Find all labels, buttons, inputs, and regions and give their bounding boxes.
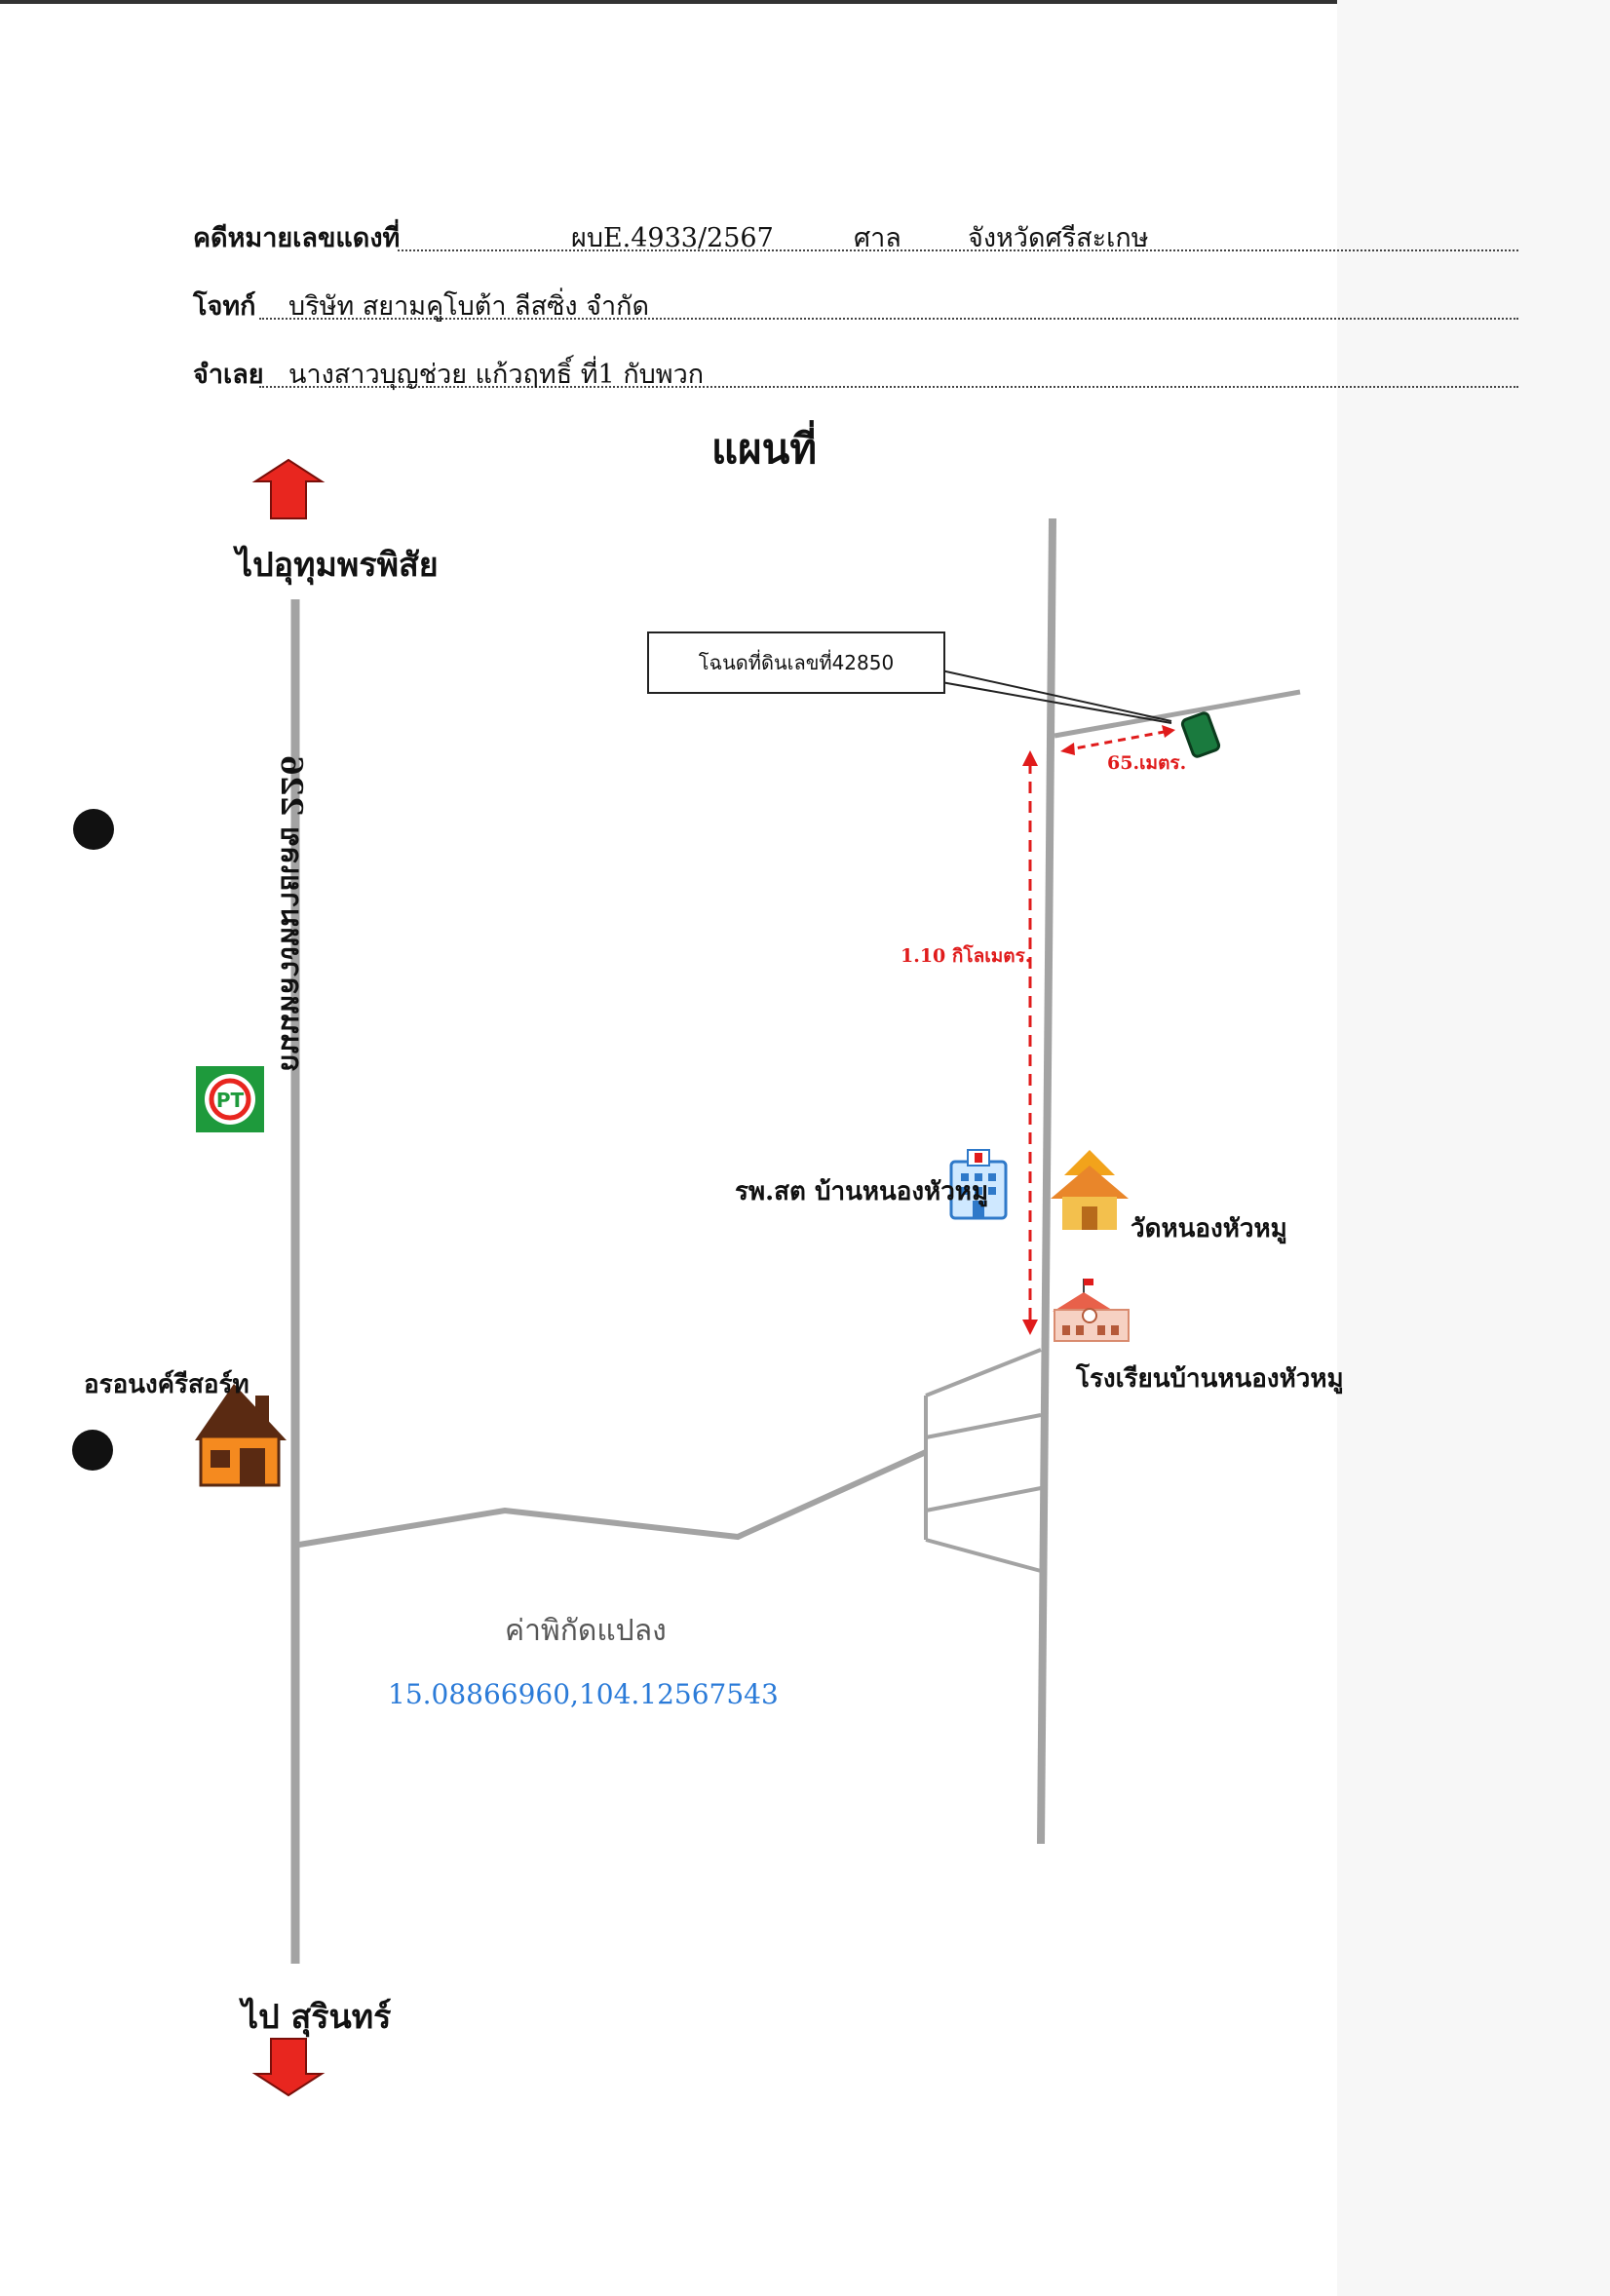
highway-226-label: ถนนหลวงหมายเลข 226 [274,754,308,1072]
defendant-value: นางสาวบุญช่วย แก้วฤทธิ์ ที่1 กับพวก [288,360,705,390]
title-deed-callout: โฉนดที่ดินเลขที่42850 [647,631,945,694]
case-number-label: คดีหมายเลขแดงที่ [193,223,401,253]
coordinate-value: 15.08866960,104.12567543 [388,1678,779,1710]
resort-label: อรอนงค์รีสอร์ท [84,1370,249,1399]
distance-1km-label: 1.10 กิโลเมตร. [901,945,1032,967]
branch-road-to-plot [1054,689,1301,739]
distance-65m-label: 65.เมตร. [1107,752,1187,774]
village-road-fan [924,1348,1042,1573]
court-label: ศาล [854,223,901,253]
marker-dot-lower [72,1430,113,1471]
map-title: แผนที่ [711,425,818,473]
temple-icon [1051,1150,1129,1230]
plaintiff-label: โจทก์ [193,291,256,322]
coordinate-title: ค่าพิกัดแปลง [505,1614,667,1648]
marker-dot-upper [73,809,114,850]
hospital-label: รพ.สต บ้านหนองหัวหมู [735,1177,989,1206]
south-direction-label: ไป สุรินทร์ [242,1998,392,2037]
defendant-label: จำเลย [193,360,264,390]
scan-right-margin [1337,0,1610,2296]
school-label: โรงเรียนบ้านหนองหัวหมู [1076,1364,1344,1394]
scan-top-edge [0,0,1610,4]
case-number-value: ผบE.4933/2567 [571,223,774,253]
house-icon [195,1384,287,1487]
local-road-east [1037,517,1056,1845]
school-icon [1053,1279,1130,1342]
south-arrow-icon [251,2038,326,2097]
title-deed-label: โฉนดที่ดินเลขที่42850 [698,651,895,674]
north-arrow-icon [251,458,326,519]
temple-label: วัดหนองหัวหมู [1131,1214,1287,1244]
north-direction-label: ไปอุทุมพรพิสัย [236,546,439,585]
svg-text:PT: PT [216,1089,245,1112]
hospital-icon [949,1149,1008,1220]
deed-callout-line [940,670,1172,722]
land-plot-marker [1180,711,1221,758]
plaintiff-value: บริษัท สยามคูโบต้า ลีสซิ่ง จำกัด [288,291,650,322]
distance-65m-line [1063,729,1170,752]
connecting-road [298,1449,928,1548]
gas-station-logo: PT [196,1066,264,1132]
court-value: จังหวัดศรีสะเกษ [968,223,1149,253]
